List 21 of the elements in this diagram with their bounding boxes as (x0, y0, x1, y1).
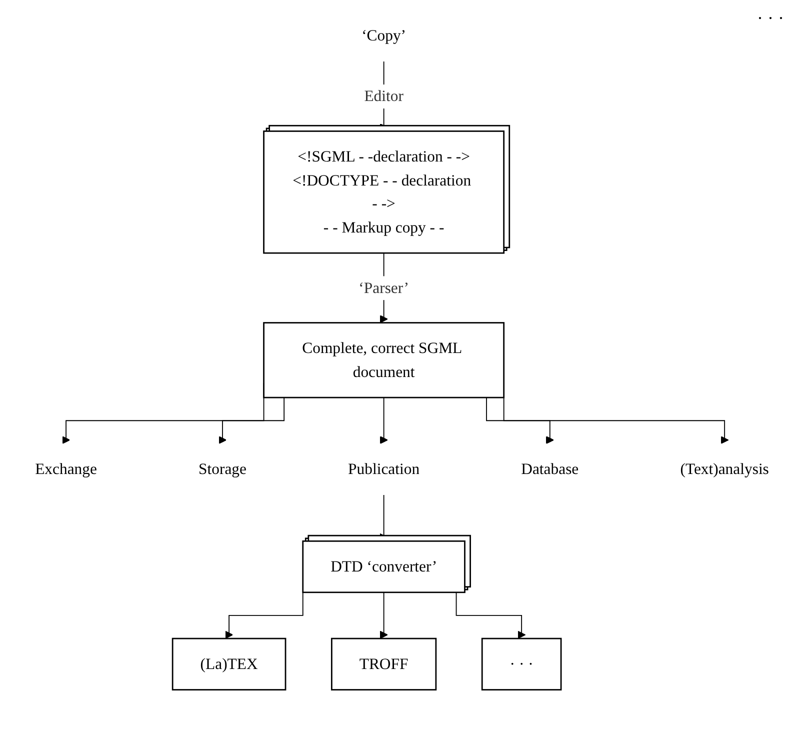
arrow (486, 397, 554, 444)
edge-label: ‘Parser’ (358, 278, 409, 296)
arrow (224, 592, 304, 639)
node-text: Publication (348, 460, 420, 478)
node-text: <!SGML - -declaration - -> <!DOCTYPE - - declaration - -> - - Markup copy - - (292, 148, 472, 236)
node-text: Storage (198, 460, 246, 478)
node-box: · · · (481, 638, 562, 690)
arrow (380, 592, 388, 639)
arrow (456, 592, 526, 639)
node-text: ‘Copy’ (362, 26, 406, 44)
node-box: Complete, correct SGML document (263, 322, 505, 398)
node-box: TROFF (330, 638, 437, 690)
edge-label: Editor (364, 87, 404, 105)
node-box: (La)TEX (172, 638, 286, 690)
ellipsis-note: · · · (757, 8, 784, 29)
arrow (380, 397, 388, 444)
node-text: Exchange (35, 460, 97, 478)
arrow (218, 397, 285, 444)
node-text: Database (521, 460, 579, 478)
node-text: (Text)analysis (680, 460, 769, 478)
node-text: DTD ‘converter’ (330, 558, 438, 576)
